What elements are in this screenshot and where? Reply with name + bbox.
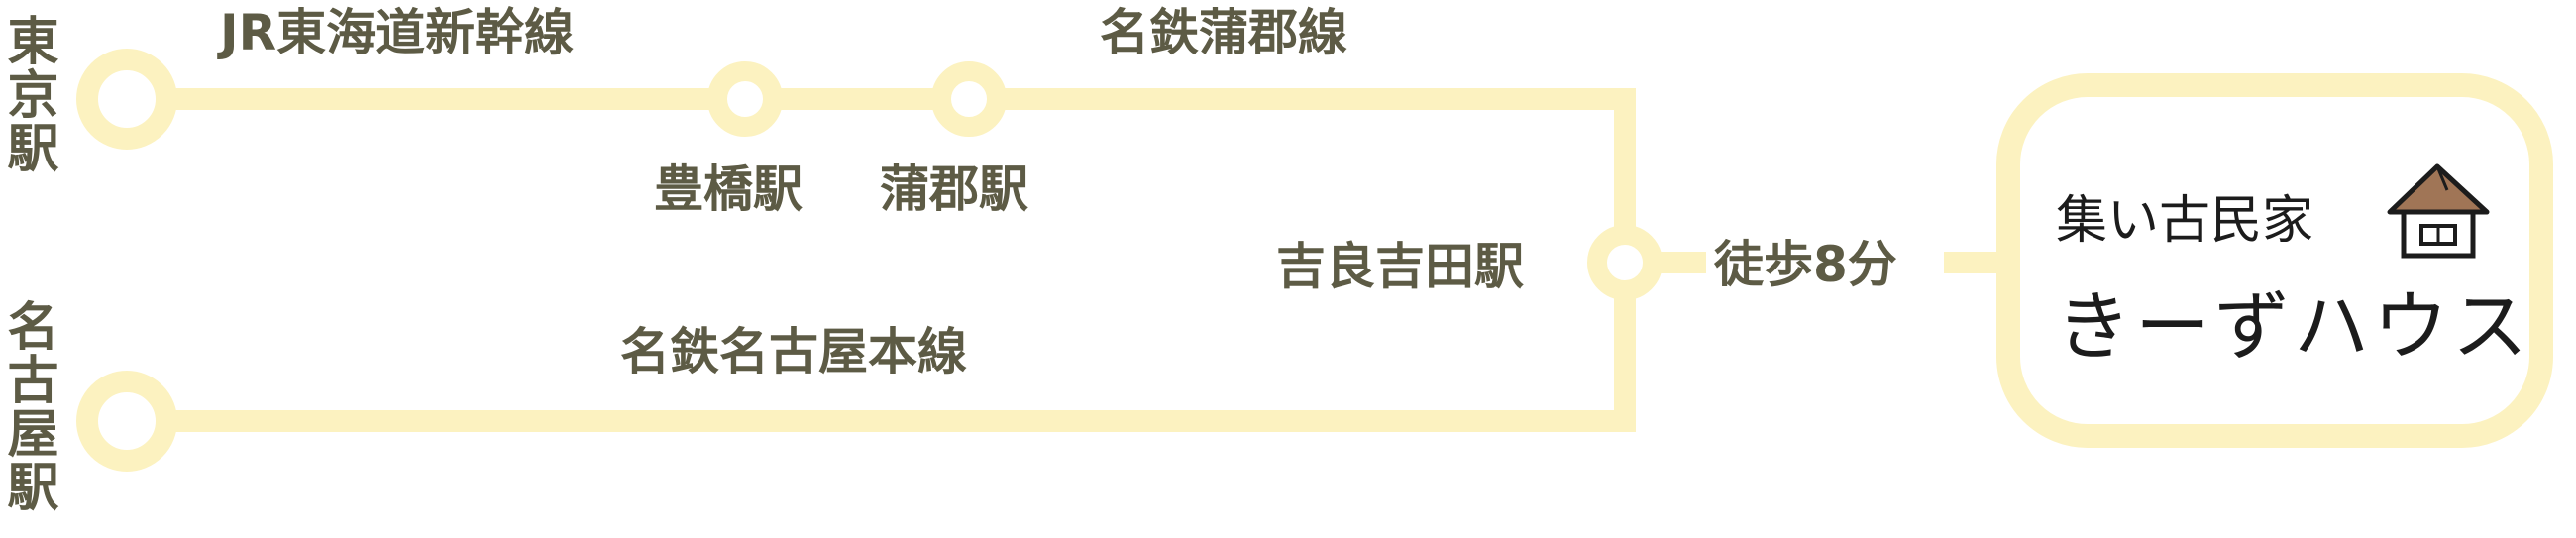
toyohashi-station-marker [707,61,783,137]
station-label-gamagori: 蒲郡駅 [880,161,1028,218]
destination-subtitle: 集い古民家 [2056,191,2314,251]
nagoya-station-marker [76,371,177,472]
station-label-toyohashi: 豊橋駅 [654,161,803,218]
line-label-meitetsu-gamagori: 名鉄蒲郡線 [1100,4,1347,61]
tokaido-gamagori-route-line [127,88,1636,260]
line-label-tokaido-shinkansen: JR東海道新幹線 [220,4,575,61]
tokyo-station-marker [76,49,177,150]
station-label-kira-yoshida: 吉良吉田駅 [1276,238,1524,295]
nagoya-honsen-route-line [127,260,1636,432]
gamagori-station-marker [931,61,1007,137]
station-label-nagoya: 名古屋駅 [0,299,57,513]
destination-card [1996,73,2553,448]
walk-label-background [1706,228,1944,297]
walk-time-label: 徒歩8分 [1714,236,1897,293]
station-label-tokyo: 東京駅 [0,14,57,174]
destination-name: きーずハウス [2056,282,2531,371]
thatched-house-icon [2387,163,2490,259]
line-label-meitetsu-nagoya-honsen: 名鉄名古屋本線 [620,323,967,380]
kira-yoshida-station-marker [1587,225,1663,300]
